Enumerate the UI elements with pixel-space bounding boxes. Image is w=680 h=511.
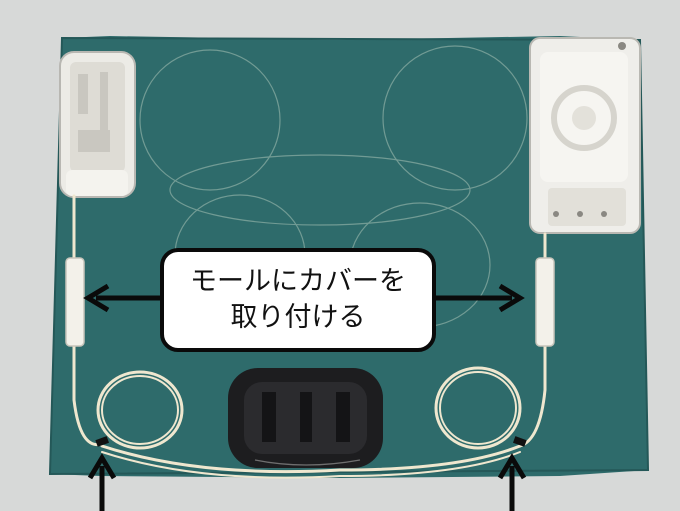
arrow-up-icon xyxy=(497,453,527,511)
callout-line-2: 取り付ける xyxy=(230,302,366,333)
arrow-left-icon xyxy=(83,283,162,313)
large-enclosure xyxy=(529,37,641,234)
arrow-right-icon xyxy=(436,283,525,313)
right-mold xyxy=(535,257,555,347)
small-enclosure xyxy=(59,51,136,198)
arrow-up-icon xyxy=(87,453,117,511)
black-enclosure xyxy=(228,368,383,468)
callout-line-1: モールにカバーを xyxy=(190,266,406,297)
callout-label: モールにカバーを 取り付ける xyxy=(160,248,436,352)
left-mold xyxy=(65,257,85,347)
